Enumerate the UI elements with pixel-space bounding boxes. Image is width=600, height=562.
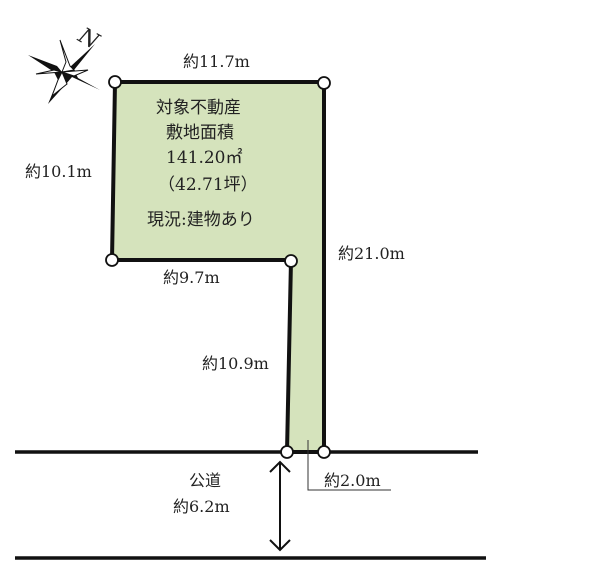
road-label: 公道 xyxy=(189,471,221,490)
dimension-left: 約10.1m xyxy=(25,162,92,181)
lot-status: 現況:建物あり xyxy=(147,210,255,230)
lot-title-line2: 敷地面積 xyxy=(166,123,234,143)
lot-area-tsubo: （42.71坪） xyxy=(158,175,258,195)
frontage-leader-line xyxy=(307,440,391,491)
vertex xyxy=(284,254,298,268)
lot-vertices xyxy=(105,75,331,459)
road-width-arrow xyxy=(269,460,291,552)
dimension-frontage: 約2.0m xyxy=(324,471,381,490)
vertex xyxy=(108,75,122,89)
vertex xyxy=(317,76,331,90)
north-label: N xyxy=(73,23,104,55)
dimension-passage: 約10.9m xyxy=(202,354,269,373)
lot-title-line1: 対象不動産 xyxy=(156,98,241,118)
dimension-right: 約21.0m xyxy=(338,244,405,263)
lot-area-sqm: 141.20㎡ xyxy=(166,148,242,168)
road-width: 約6.2m xyxy=(173,497,230,516)
vertex xyxy=(105,253,119,267)
dimension-middle: 約9.7m xyxy=(163,268,220,287)
dimension-top: 約11.7m xyxy=(183,52,250,71)
vertex xyxy=(317,445,331,459)
compass-rose-icon xyxy=(28,39,100,104)
vertex xyxy=(280,445,294,459)
